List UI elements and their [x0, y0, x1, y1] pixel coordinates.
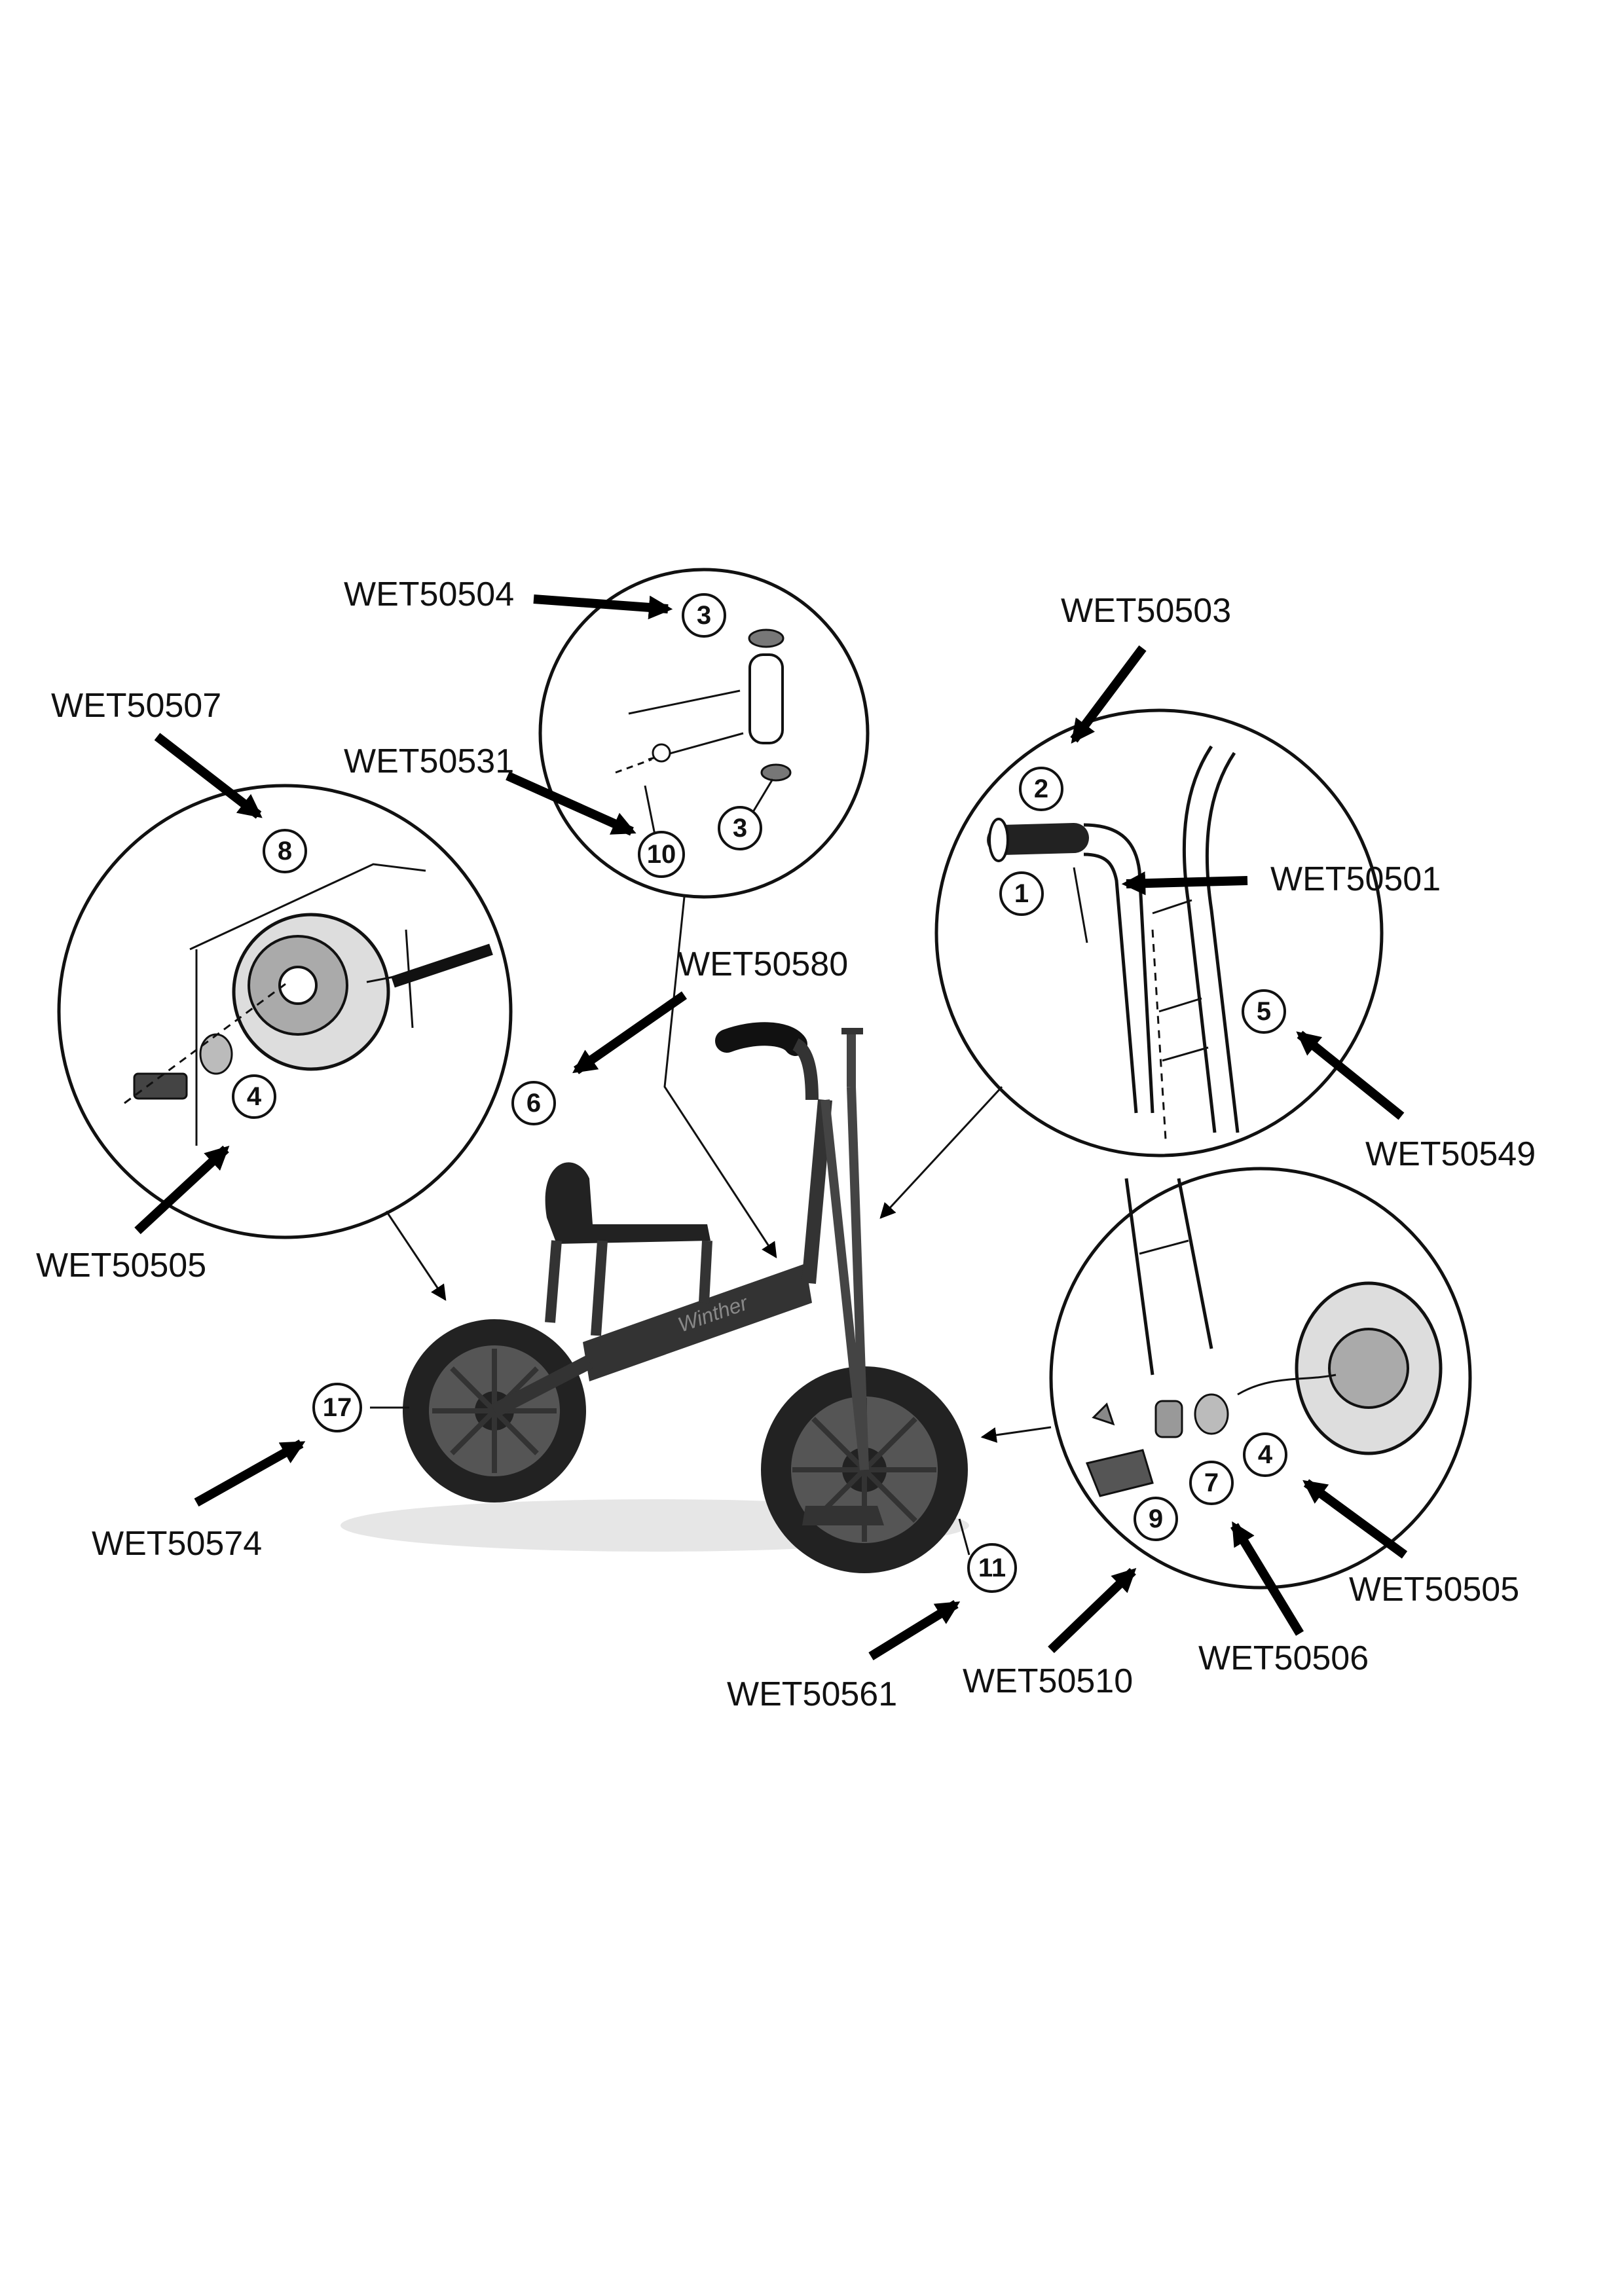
- detail-circle-handlebar: [934, 708, 1384, 1157]
- arrow-wet50503: [1070, 645, 1147, 744]
- badge-5: 5: [1242, 989, 1286, 1034]
- label-wet50510: WET50510: [963, 1662, 1133, 1700]
- arrow-wet50506: [1230, 1521, 1304, 1636]
- svg-text:4: 4: [247, 1082, 262, 1111]
- balance-bike: Winther: [341, 1022, 969, 1573]
- arrow-wet50505-left: [134, 1145, 230, 1235]
- bike-frame: Winther: [490, 1086, 869, 1470]
- label-wet50501: WET50501: [1270, 860, 1441, 898]
- footrest: [802, 1506, 884, 1525]
- handlebar: [715, 1022, 863, 1101]
- badge-3-bottom: 3: [718, 806, 762, 850]
- part-number-badges: 3 3 10 2 1 5 8 4: [232, 593, 1287, 1593]
- badge-1: 1: [999, 871, 1044, 916]
- badge-3-top: 3: [682, 593, 726, 638]
- badge-8: 8: [263, 829, 307, 873]
- svg-text:7: 7: [1204, 1468, 1219, 1497]
- label-wet50549: WET50549: [1365, 1135, 1536, 1173]
- arrow-wet50580: [572, 991, 688, 1074]
- label-wet50506: WET50506: [1198, 1639, 1369, 1677]
- badge-9: 9: [1134, 1497, 1178, 1541]
- part-code-labels: WET50504 WET50503 WET50507 WET50531 WET5…: [36, 575, 1536, 1713]
- seat: [545, 1162, 712, 1336]
- badge-11: 11: [967, 1543, 1017, 1593]
- svg-text:8: 8: [278, 837, 292, 866]
- label-wet50507: WET50507: [51, 687, 221, 725]
- svg-text:3: 3: [697, 601, 711, 630]
- badge-10: 10: [638, 831, 685, 878]
- arrow-wet50561: [868, 1600, 961, 1660]
- svg-text:4: 4: [1258, 1440, 1273, 1469]
- arrow-wet50574: [194, 1439, 306, 1507]
- svg-text:11: 11: [978, 1554, 1006, 1582]
- arrow-wet50510: [1048, 1567, 1137, 1654]
- svg-text:9: 9: [1149, 1504, 1163, 1533]
- badge-2: 2: [1019, 767, 1063, 811]
- arrow-wet50504: [533, 594, 673, 620]
- label-wet50574: WET50574: [92, 1525, 262, 1563]
- label-wet50580: WET50580: [678, 945, 848, 983]
- arrow-wet50531: [506, 771, 637, 836]
- svg-text:3: 3: [733, 814, 747, 843]
- svg-text:6: 6: [526, 1089, 541, 1118]
- label-wet50561: WET50561: [727, 1675, 897, 1713]
- badge-4-left: 4: [232, 1074, 276, 1119]
- arrow-wet50507: [154, 733, 263, 819]
- detail-circle-front-wheel: [1049, 1167, 1472, 1590]
- svg-text:5: 5: [1257, 997, 1271, 1026]
- label-wet50505-left: WET50505: [36, 1247, 206, 1285]
- svg-text:17: 17: [323, 1393, 352, 1422]
- label-wet50531: WET50531: [344, 742, 514, 780]
- arrow-wet50505-right: [1302, 1479, 1408, 1559]
- badge-17: 17: [312, 1383, 362, 1432]
- badge-6: 6: [511, 1081, 556, 1125]
- callout-arrows: [134, 594, 1408, 1660]
- label-wet50503: WET50503: [1061, 592, 1231, 630]
- badge-7: 7: [1189, 1461, 1234, 1505]
- connector-lines: [370, 896, 1052, 1556]
- label-wet50505-right: WET50505: [1349, 1571, 1519, 1609]
- arrow-wet50501: [1121, 871, 1248, 896]
- detail-circle-rear-wheel: [57, 784, 513, 1239]
- svg-text:10: 10: [647, 840, 676, 869]
- svg-text:1: 1: [1014, 879, 1029, 908]
- arrow-wet50549: [1296, 1030, 1405, 1120]
- badge-4-right: 4: [1243, 1432, 1287, 1477]
- label-wet50504: WET50504: [344, 575, 514, 613]
- svg-text:2: 2: [1034, 774, 1048, 803]
